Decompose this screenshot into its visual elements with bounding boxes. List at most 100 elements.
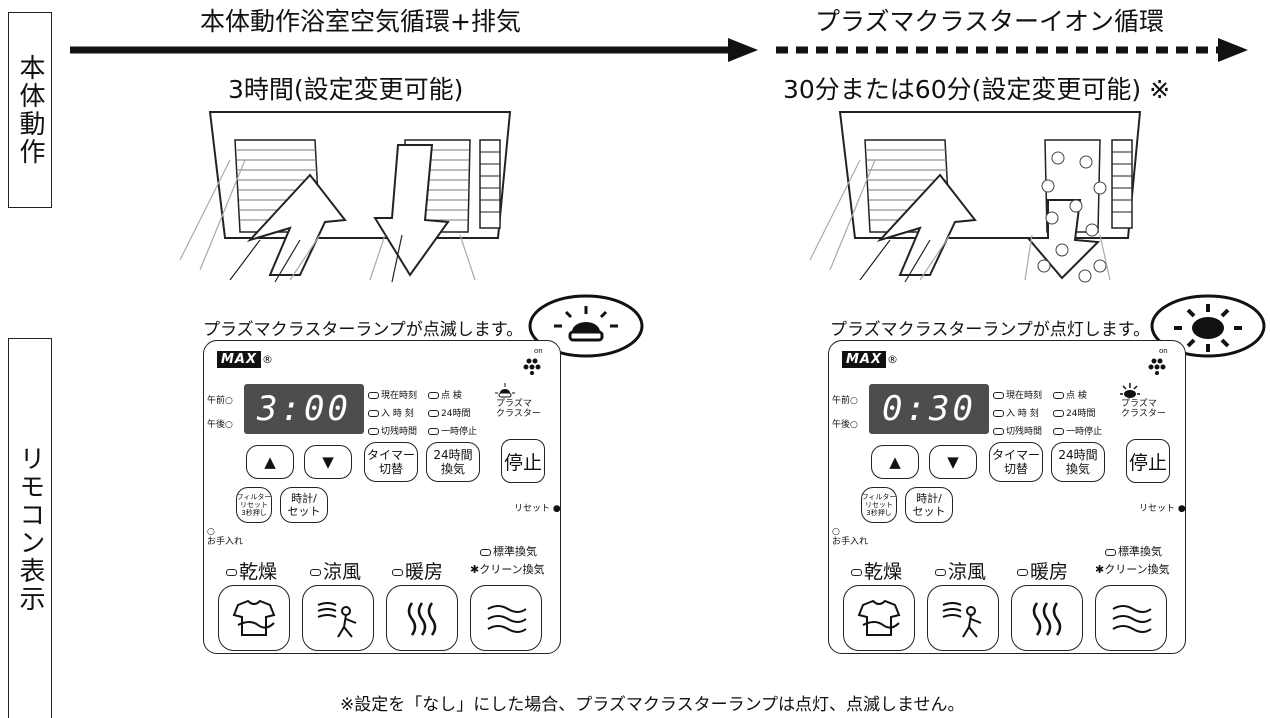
side-vent	[1111, 139, 1133, 229]
intake-arrow	[246, 173, 347, 276]
ind-current-time: 現在時刻	[368, 388, 417, 401]
filter-reset-button[interactable]: フィルター リセット 3秒押し	[861, 487, 897, 523]
ventilation-button[interactable]	[1095, 585, 1167, 651]
care-indicator: ○お手入れ	[207, 527, 244, 547]
ind-24h: 24時間	[1053, 406, 1095, 419]
vent-waves-icon	[1112, 605, 1152, 633]
lcd-display: 3:00	[244, 384, 364, 434]
ind-off-remaining: 切残時間	[993, 424, 1042, 437]
plasma-lamp-lit-icon	[1120, 383, 1140, 398]
plasma-cluster-icon	[523, 358, 541, 375]
std-vent-indicator: 標準換気	[1105, 543, 1162, 559]
dry-button[interactable]	[843, 585, 915, 651]
left-phase-duration: 3時間(設定変更可能)	[228, 75, 464, 104]
ind-pause: 一時停止	[1053, 424, 1102, 437]
on-label: on	[1159, 347, 1168, 355]
intake-arrow	[876, 173, 977, 276]
on-label: on	[534, 347, 543, 355]
plasma-label: プラズマ クラスター	[496, 399, 541, 419]
left-lamp-note: プラズマクラスターランプが点滅します。	[203, 320, 524, 340]
vent-24h-button[interactable]: 24時間 換気	[1051, 442, 1105, 482]
care-indicator: ○お手入れ	[832, 527, 869, 547]
pm-indicator: 午後○	[207, 420, 233, 430]
remote-left: MAX ® on 午前○ 午後○ 3:00 現在時刻 点 検 入 時 刻 24時…	[203, 340, 561, 654]
down-button[interactable]: ▼	[929, 445, 977, 479]
side-label-unit-operation: 本体動作	[8, 12, 52, 208]
am-indicator: 午前○	[832, 396, 858, 406]
lcd-display: 0:30	[869, 384, 989, 434]
exhaust-arrow	[373, 144, 450, 277]
brand-logo: MAX	[217, 351, 262, 368]
time-readout: 3:00	[257, 389, 351, 429]
solid-arrow-head	[728, 38, 758, 62]
left-phase-title: 本体動作浴室空気循環+排気	[200, 7, 521, 36]
up-button[interactable]: ▲	[246, 445, 294, 479]
side-label-remote-display: リモコン表示	[8, 338, 52, 718]
vent-24h-button[interactable]: 24時間 換気	[426, 442, 480, 482]
heat-waves-icon	[407, 602, 437, 636]
mode-dry-label: 乾燥	[226, 557, 277, 584]
right-phase-title: プラズマクラスターイオン循環	[815, 7, 1165, 36]
right-phase-duration: 30分または60分(設定変更可能) ※	[783, 75, 1171, 104]
time-readout: 0:30	[882, 389, 976, 429]
down-button[interactable]: ▼	[304, 445, 352, 479]
clean-vent-indicator: ✱クリーン換気	[1095, 563, 1170, 576]
reset-indicator: リセット ●	[1139, 504, 1186, 514]
timeline-arrows	[70, 38, 1248, 62]
remote-right: MAX ® on 午前○ 午後○ 0:30 現在時刻 点 検 入 時 刻 24時…	[828, 340, 1186, 654]
cool-breeze-button[interactable]	[927, 585, 999, 651]
footnote: ※設定を「なし」にした場合、プラズマクラスターランプは点灯、点滅しません。	[340, 695, 965, 715]
clock-set-button[interactable]: 時計/ セット	[905, 487, 953, 523]
timer-switch-button[interactable]: タイマー 切替	[364, 442, 418, 482]
mode-heat-label: 暖房	[392, 557, 443, 584]
ind-current-time: 現在時刻	[993, 388, 1042, 401]
std-vent-indicator: 標準換気	[480, 543, 537, 559]
vent-waves-icon	[487, 605, 527, 633]
ion-symbols	[1037, 151, 1107, 283]
am-indicator: 午前○	[207, 396, 233, 406]
mode-dry-label: 乾燥	[851, 557, 902, 584]
ind-check: 点 検	[1053, 388, 1087, 401]
ind-pause: 一時停止	[428, 424, 477, 437]
mode-cool-label: 涼風	[310, 557, 361, 584]
ind-off-remaining: 切残時間	[368, 424, 417, 437]
brand-logo: MAX	[842, 351, 887, 368]
lamp-lit-icon	[1192, 317, 1224, 339]
mode-heat-label: 暖房	[1017, 557, 1068, 584]
shirt-icon	[857, 599, 901, 636]
right-lamp-note: プラズマクラスターランプが点灯します。	[830, 320, 1151, 340]
lamp-blink-icon	[572, 322, 600, 332]
registered-mark: ®	[887, 353, 898, 366]
ind-24h: 24時間	[428, 406, 470, 419]
breeze-person-icon	[317, 602, 357, 638]
heat-button[interactable]	[1011, 585, 1083, 651]
right-lamp-callout	[1149, 294, 1266, 387]
timer-switch-button[interactable]: タイマー 切替	[989, 442, 1043, 482]
up-button[interactable]: ▲	[871, 445, 919, 479]
side-vent	[479, 139, 501, 229]
clock-set-button[interactable]: 時計/ セット	[280, 487, 328, 523]
registered-mark: ®	[262, 353, 273, 366]
ventilation-button[interactable]	[470, 585, 542, 651]
reset-indicator: リセット ●	[514, 504, 561, 514]
ind-on-time: 入 時 刻	[993, 406, 1039, 419]
mode-cool-label: 涼風	[935, 557, 986, 584]
breeze-person-icon	[942, 602, 982, 638]
filter-reset-button[interactable]: フィルター リセット 3秒押し	[236, 487, 272, 523]
stop-button[interactable]: 停止	[1126, 439, 1170, 483]
plasma-lamp-blink-icon	[495, 383, 515, 398]
heat-waves-icon	[1032, 602, 1062, 636]
stop-button[interactable]: 停止	[501, 439, 545, 483]
dashed-arrow-head	[1218, 38, 1248, 62]
cool-breeze-button[interactable]	[302, 585, 374, 651]
pm-indicator: 午後○	[832, 420, 858, 430]
ind-on-time: 入 時 刻	[368, 406, 414, 419]
left-unit-illustration	[179, 111, 512, 283]
heat-button[interactable]	[386, 585, 458, 651]
plasma-cluster-icon	[1148, 358, 1166, 375]
right-unit-illustration	[809, 111, 1142, 283]
plasma-label: プラズマ クラスター	[1121, 399, 1166, 419]
left-lamp-callout	[527, 294, 644, 387]
clean-vent-indicator: ✱クリーン換気	[470, 563, 545, 576]
dry-button[interactable]	[218, 585, 290, 651]
